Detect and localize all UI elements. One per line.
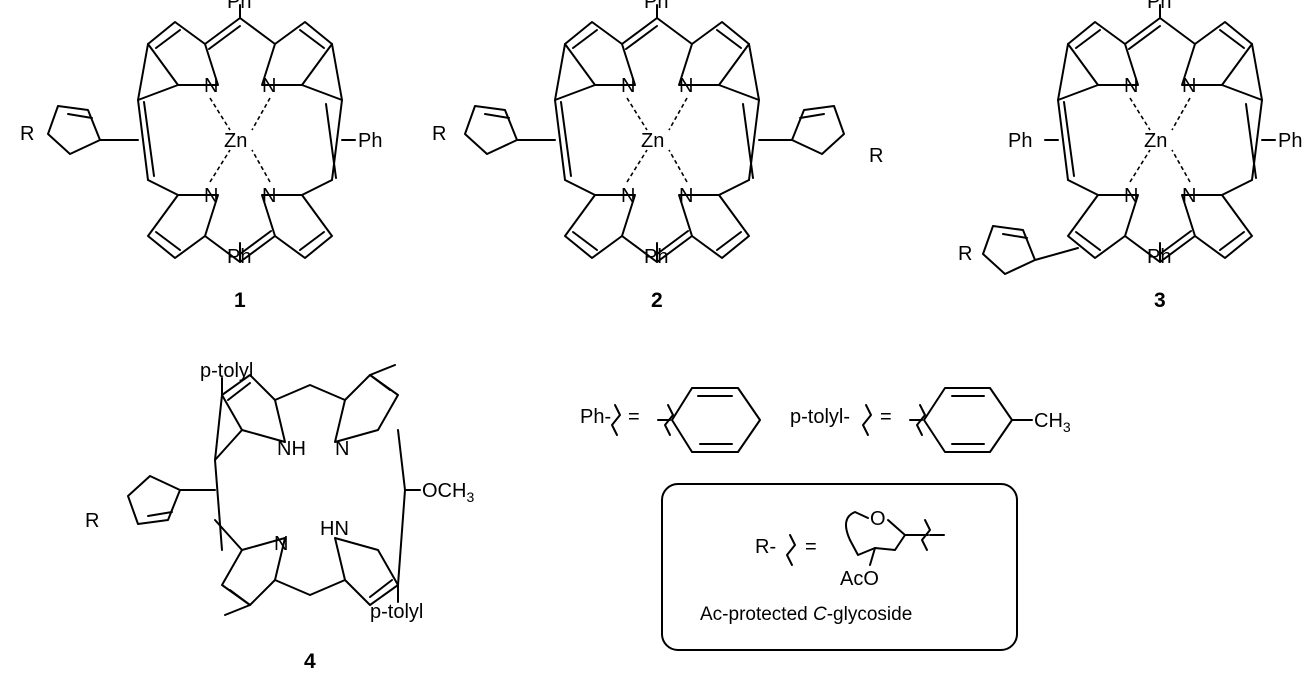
nh-label: NH — [277, 438, 306, 460]
compound-1: N N N N Zn Ph Ph Ph R 1 — [20, 0, 382, 312]
nitrogen-atom-label: N — [335, 438, 349, 460]
ph-label: Ph- — [580, 406, 611, 428]
nitrogen-atom-label: N — [274, 533, 288, 555]
phenyl-label: Ph — [358, 130, 382, 152]
p-tolyl-label: p-tolyl — [370, 601, 423, 623]
r-group-label: R — [20, 123, 34, 145]
r-group-label: R — [869, 145, 883, 167]
nitrogen-atom-label: N — [1124, 75, 1138, 97]
nitrogen-atom-label: N — [1124, 185, 1138, 207]
phenyl-label: Ph — [227, 0, 251, 13]
nitrogen-atom-label: N — [679, 185, 693, 207]
p-tolyl-label: p-tolyl — [200, 360, 253, 382]
nitrogen-atom-label: N — [262, 75, 276, 97]
r-group-label: R — [432, 123, 446, 145]
nitrogen-atom-label: N — [204, 185, 218, 207]
hn-label: HN — [320, 518, 349, 540]
compound-number: 3 — [1154, 289, 1166, 312]
phenyl-legend: Ph- = — [580, 387, 761, 453]
phenyl-label: Ph — [644, 0, 668, 13]
zinc-atom-label: Zn — [1144, 130, 1167, 152]
nitrogen-atom-label: N — [262, 185, 276, 207]
nitrogen-atom-label: N — [1182, 75, 1196, 97]
compound-4: NH N N HN p-tolyl p-tolyl OCH3 R 4 — [85, 360, 474, 673]
phenyl-label: Ph — [644, 246, 668, 268]
nitrogen-atom-label: N — [679, 75, 693, 97]
nitrogen-atom-label: N — [204, 75, 218, 97]
compound-number: 1 — [234, 289, 246, 312]
r-label: R- — [755, 536, 776, 558]
equals-sign: = — [805, 536, 817, 558]
nitrogen-atom-label: N — [621, 75, 635, 97]
ring-oxygen-label: O — [870, 508, 886, 530]
tolyl-legend: p-tolyl- = CH3 — [790, 387, 1071, 453]
compound-number: 4 — [304, 650, 316, 673]
r-group-label: R — [85, 510, 99, 532]
compound-3: N N N N Zn Ph Ph Ph Ph R 3 — [958, 0, 1302, 312]
equals-sign: = — [880, 406, 892, 428]
methyl-label: CH3 — [1034, 410, 1071, 435]
phenyl-label: Ph — [1008, 130, 1032, 152]
phenyl-label: Ph — [1147, 246, 1171, 268]
acetoxy-label: AcO — [840, 568, 879, 590]
compound-number: 2 — [651, 289, 663, 312]
phenyl-label: Ph — [227, 246, 251, 268]
equals-sign: = — [628, 406, 640, 428]
methoxy-label: OCH3 — [422, 480, 474, 505]
r-group-definition-box: R- = O AcO Ac-protected C-glycoside — [661, 483, 1018, 651]
r-group-caption: Ac-protected C-glycoside — [700, 604, 912, 625]
zinc-atom-label: Zn — [224, 130, 247, 152]
phenyl-label: Ph — [1278, 130, 1302, 152]
nitrogen-atom-label: N — [621, 185, 635, 207]
tolyl-legend-label: p-tolyl- — [790, 406, 850, 428]
r-group-label: R — [958, 243, 972, 265]
compound-2: N N N N Zn Ph Ph R R 2 — [432, 0, 883, 312]
zinc-atom-label: Zn — [641, 130, 664, 152]
nitrogen-atom-label: N — [1182, 185, 1196, 207]
phenyl-label: Ph — [1147, 0, 1171, 13]
